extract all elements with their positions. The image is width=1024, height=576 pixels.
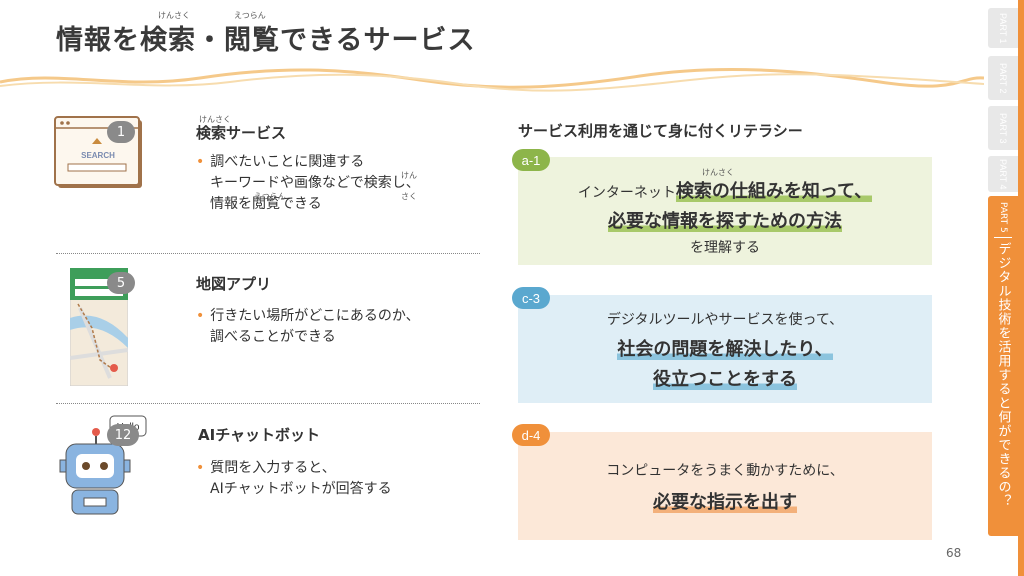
title-ruby-etsuran: えつらん: [234, 11, 266, 20]
badge-d4: d-4: [512, 424, 550, 446]
item-2-line-1: 行きたい場所がどこにあるのか、: [210, 308, 420, 324]
item-number-12: 12: [107, 424, 139, 446]
item-2-title: 地図アプリ: [196, 275, 272, 293]
item-3-title: AIチャットボット: [198, 426, 321, 444]
badge-a1: a-1: [512, 149, 550, 171]
box-a1-line3: を理解する: [690, 240, 760, 256]
box-a1-line1-bold: 検索の仕組みを知って、: [675, 181, 873, 202]
page-title-block: けんさく えつらん 情報を検索・閲覧できるサービス: [56, 11, 476, 57]
item-1-line-ruby-etsuran: えつらん: [254, 192, 286, 201]
box-c3-line3: 役立つことをする: [653, 369, 797, 390]
tab-part-1[interactable]: PART 1: [988, 8, 1018, 48]
sidebar-accent-line: [1018, 0, 1024, 576]
divider: [56, 253, 480, 254]
tab-part-3[interactable]: PART 3: [988, 106, 1018, 150]
box-c3-line1: デジタルツールやサービスを使って、: [606, 312, 844, 328]
tab-part-4[interactable]: PART 4: [988, 156, 1018, 192]
item-1-description: •調べたいことに関連する けんさく キーワードや画像などで検索し、 えつらん 情…: [196, 154, 420, 212]
box-d4-line2: 必要な指示を出す: [653, 492, 797, 513]
tab-part-5-label: PART 5: [998, 202, 1008, 233]
title-ruby-kensaku: けんさく: [158, 11, 190, 20]
item-number-5: 5: [107, 272, 135, 294]
item-2-line-2: 調べることができる: [210, 329, 336, 345]
badge-c3: c-3: [512, 287, 550, 309]
item-1-line-2: キーワードや画像などで検索し、: [210, 175, 420, 191]
item-1-line-3: 情報を閲覧できる: [210, 196, 322, 212]
box-c3-line2: 社会の問題を解決したり、: [617, 339, 833, 360]
tab-part-5-title: デジタル技術を活用すると何ができるの？: [995, 241, 1011, 508]
item-1-line-ruby-kensaku: けんさく: [401, 171, 417, 201]
tab-divider: [994, 236, 1012, 238]
literacy-box-a1: a-1 けんさく インターネット検索の仕組みを知って、 必要な情報を探すための方…: [512, 149, 932, 265]
item-3-description: •質問を入力すると、 AIチャットボットが回答する: [196, 460, 392, 497]
literacy-box-d4: d-4 コンピュータをうまく動かすために、 必要な指示を出す: [512, 424, 932, 540]
item-1-line-1: 調べたいことに関連する: [210, 154, 365, 170]
page-number: 68: [946, 546, 962, 560]
tab-part-5-active[interactable]: PART 5 デジタル技術を活用すると何ができるの？: [988, 196, 1018, 536]
tab-part-2[interactable]: PART 2: [988, 56, 1018, 100]
item-3-line-1: 質問を入力すると、: [210, 460, 336, 476]
box-d4-line1: コンピュータをうまく動かすために、: [606, 463, 844, 479]
search-image-text: SEARCH: [81, 151, 115, 160]
item-1-title-ruby: けんさく: [199, 115, 231, 124]
item-2-description: •行きたい場所がどこにあるのか、 調べることができる: [196, 308, 420, 345]
literacy-box-c3: c-3 デジタルツールやサービスを使って、 社会の問題を解決したり、 役立つこと…: [512, 287, 932, 403]
box-a1-line2: 必要な情報を探すための方法: [608, 211, 842, 232]
page-title: 情報を検索・閲覧できるサービス: [56, 25, 476, 56]
map-app-illustration: [70, 268, 128, 386]
item-1-title: 検索サービス: [196, 124, 287, 142]
item-3-line-2: AIチャットボットが回答する: [210, 481, 392, 497]
title-wave-decoration: [0, 67, 984, 92]
literacy-heading: サービス利用を通じて身に付くリテラシー: [518, 122, 803, 140]
item-number-1: 1: [107, 121, 135, 143]
box-a1-line1-prefix: インターネット: [577, 185, 676, 201]
box-a1-ruby: けんさく: [702, 168, 734, 177]
divider: [56, 403, 480, 404]
robot-illustration: Hello: [59, 415, 147, 515]
